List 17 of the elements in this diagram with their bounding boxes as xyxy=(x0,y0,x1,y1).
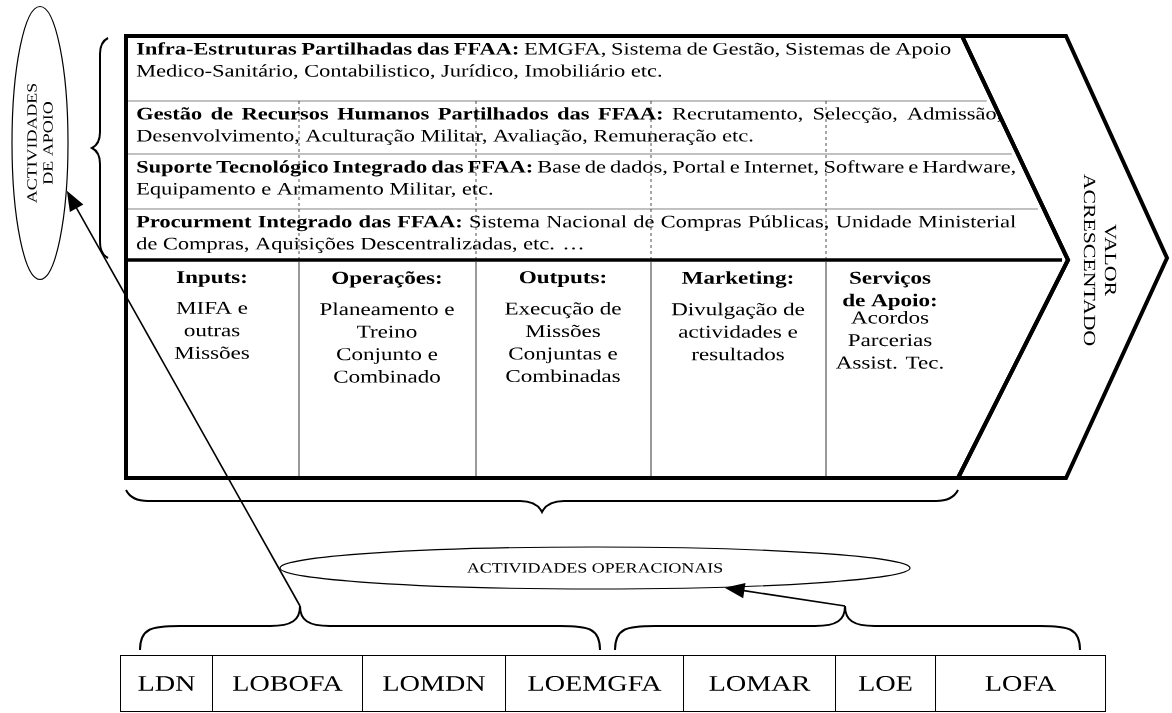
table-cell: LOE xyxy=(835,655,936,712)
table-cell: LOFA xyxy=(935,655,1106,712)
text-column: Outputs: Execução de Missões Conjuntas e Combinadas xyxy=(505,271,621,383)
text-column: Inputs: MIFA e outras Missões xyxy=(174,271,249,359)
text-row: Procurment Integrado das FFAA: Sistema Nacional de Compras Públicas, Unidade Ministerial de Compras, Aquisições Descentralizadas, etc. … xyxy=(136,215,1016,254)
table-cell: LOEMGFA xyxy=(505,655,684,712)
table-cell: LOMAR xyxy=(683,655,836,712)
table-cell: LOMDN xyxy=(362,655,506,712)
text-column: Marketing: Divulgação de actividades e resultados xyxy=(671,271,805,361)
curly-brace xyxy=(139,605,601,651)
table-cell: LDN xyxy=(120,655,213,712)
curly-brace xyxy=(614,605,1081,651)
text-row: Suporte Tecnológico Integrado das FFAA: Base de dados, Portal e Internet, Software e Hardware, Equipamento e Armamento Militar, etc. xyxy=(136,160,1015,199)
text-row: Infra-Estruturas Partilhadas das FFAA: EMGFA, Sistema de Gestão, Sistemas de Apoio Medico-Sanitário, Contabilistico, Jurídico, Imobiliário etc. xyxy=(136,42,951,80)
text-column: Operações: Planeamento e Treino Conjunto e Combinado xyxy=(320,271,454,383)
table-cell: LOBOFA xyxy=(212,655,363,712)
text-column: Serviços de Apoio: Acordos Parcerias Assist. Tec. xyxy=(836,271,943,369)
